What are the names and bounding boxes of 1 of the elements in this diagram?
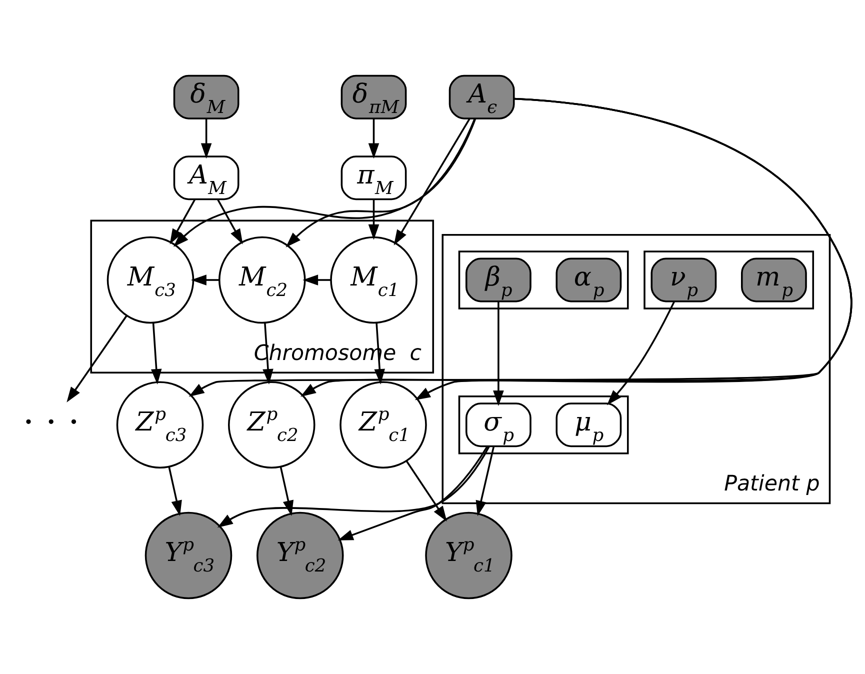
node-text: · · · [22,402,80,443]
